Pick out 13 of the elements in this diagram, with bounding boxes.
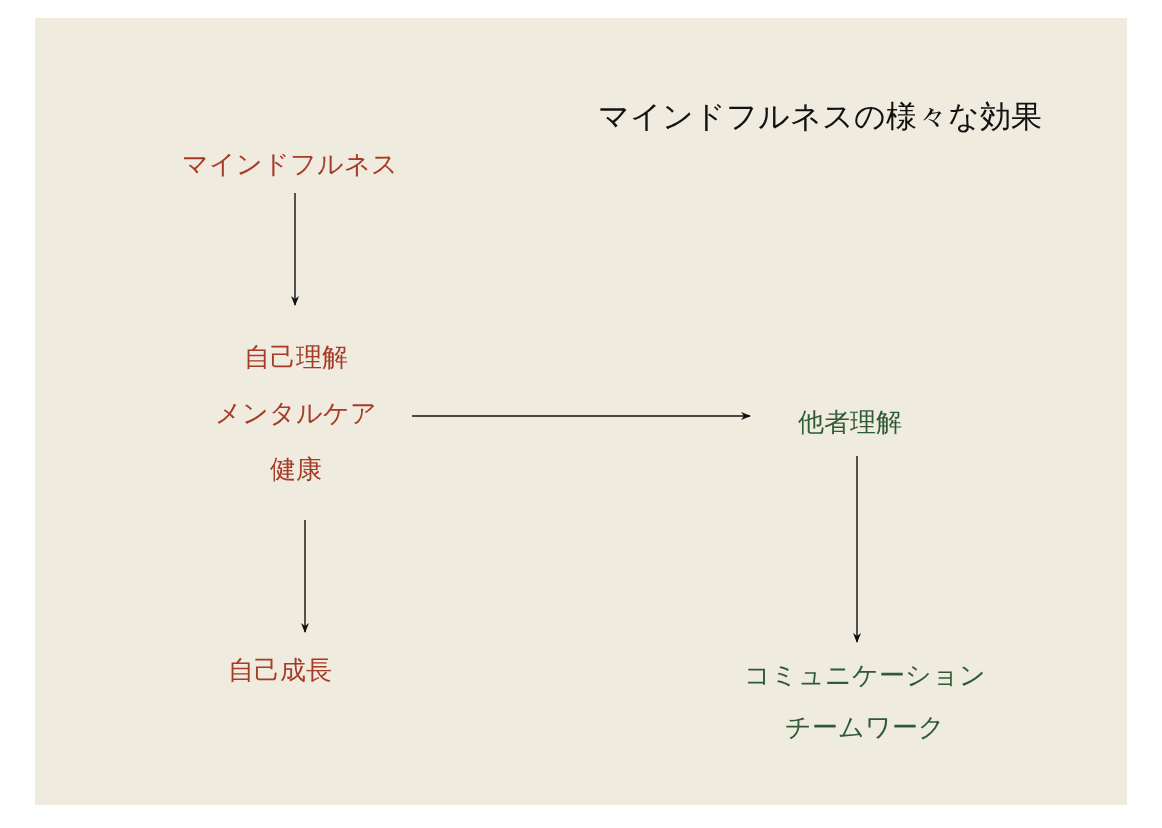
node-label: 自己成長 [228, 657, 332, 683]
arrow [301, 519, 309, 633]
node-label: 健康 [270, 455, 322, 482]
arrow [411, 412, 751, 420]
diagram-title: マインドフルネスの様々な効果 [597, 97, 1043, 136]
arrow [291, 192, 299, 306]
node-label: 自己理解 [244, 343, 348, 370]
node-label: コミュニケーション [744, 662, 986, 688]
node-label: チームワーク [785, 714, 945, 740]
node-label: メンタルケア [215, 399, 377, 426]
arrow [853, 455, 861, 643]
node-label: マインドフルネス [182, 151, 398, 177]
node-label: 他者理解 [798, 409, 902, 435]
